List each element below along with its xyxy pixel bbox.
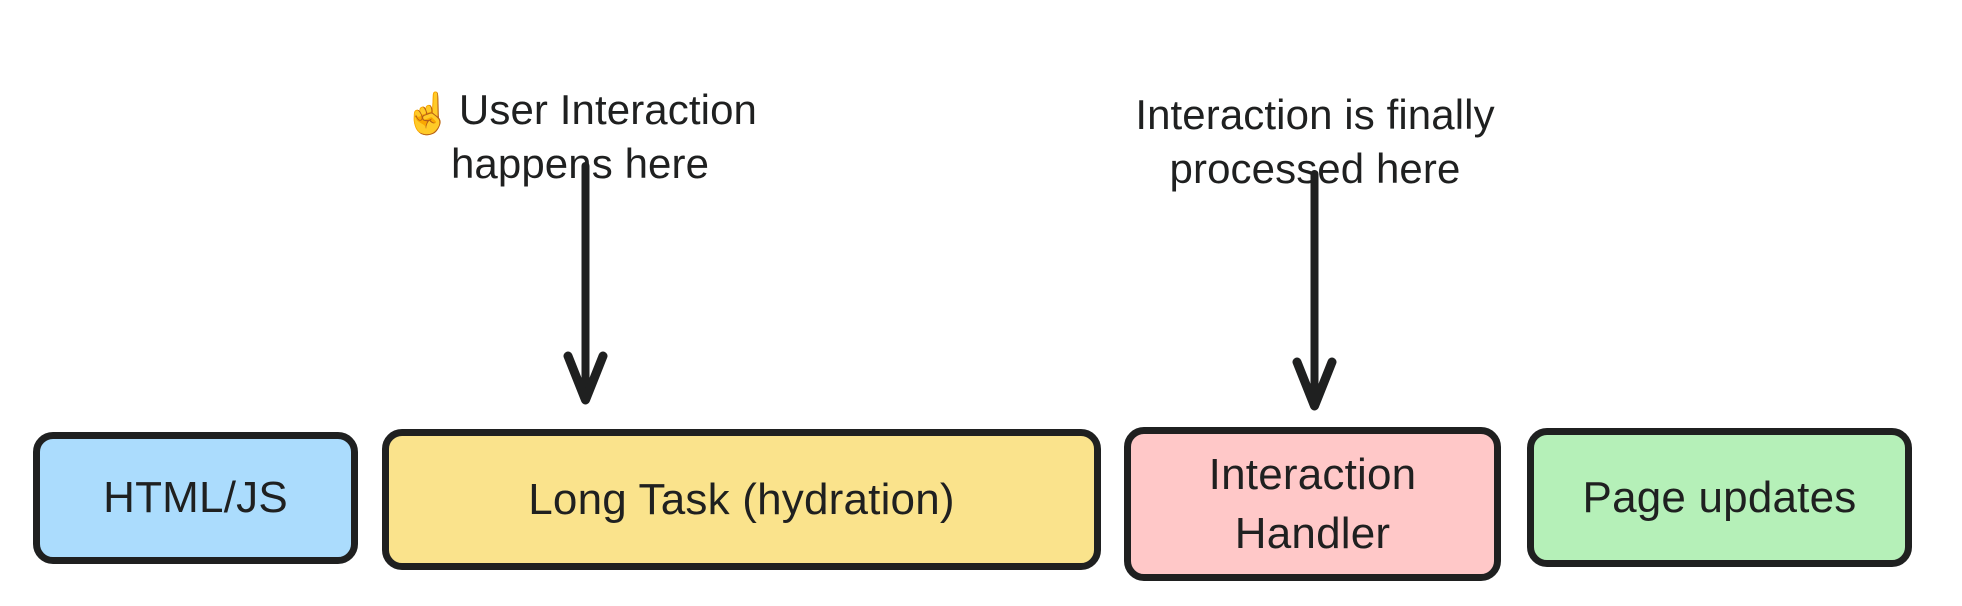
- arrow-user-interaction-to-long-task: [563, 162, 608, 405]
- annotation-user-interaction-text: User Interaction happens here: [450, 85, 757, 188]
- node-interaction-handler-label: Interaction Handler: [1208, 449, 1417, 558]
- annotation-interaction-processed-text: Interaction is finally processed here: [1135, 90, 1495, 193]
- node-html-js-label: HTML/JS: [103, 473, 288, 523]
- annotation-interaction-processed: Interaction is finally processed here: [1065, 33, 1565, 197]
- node-html-js[interactable]: HTML/JS: [33, 432, 358, 564]
- node-long-task[interactable]: Long Task (hydration): [382, 429, 1101, 570]
- index-pointing-up-icon: ☝: [403, 91, 453, 136]
- node-page-updates[interactable]: Page updates: [1527, 428, 1912, 567]
- node-page-updates-label: Page updates: [1582, 472, 1857, 522]
- node-long-task-label: Long Task (hydration): [528, 474, 955, 524]
- node-interaction-handler[interactable]: Interaction Handler: [1124, 427, 1501, 581]
- arrow-interaction-processed-to-handler: [1292, 170, 1337, 411]
- annotation-user-interaction: ☝User Interaction happens here: [330, 28, 830, 192]
